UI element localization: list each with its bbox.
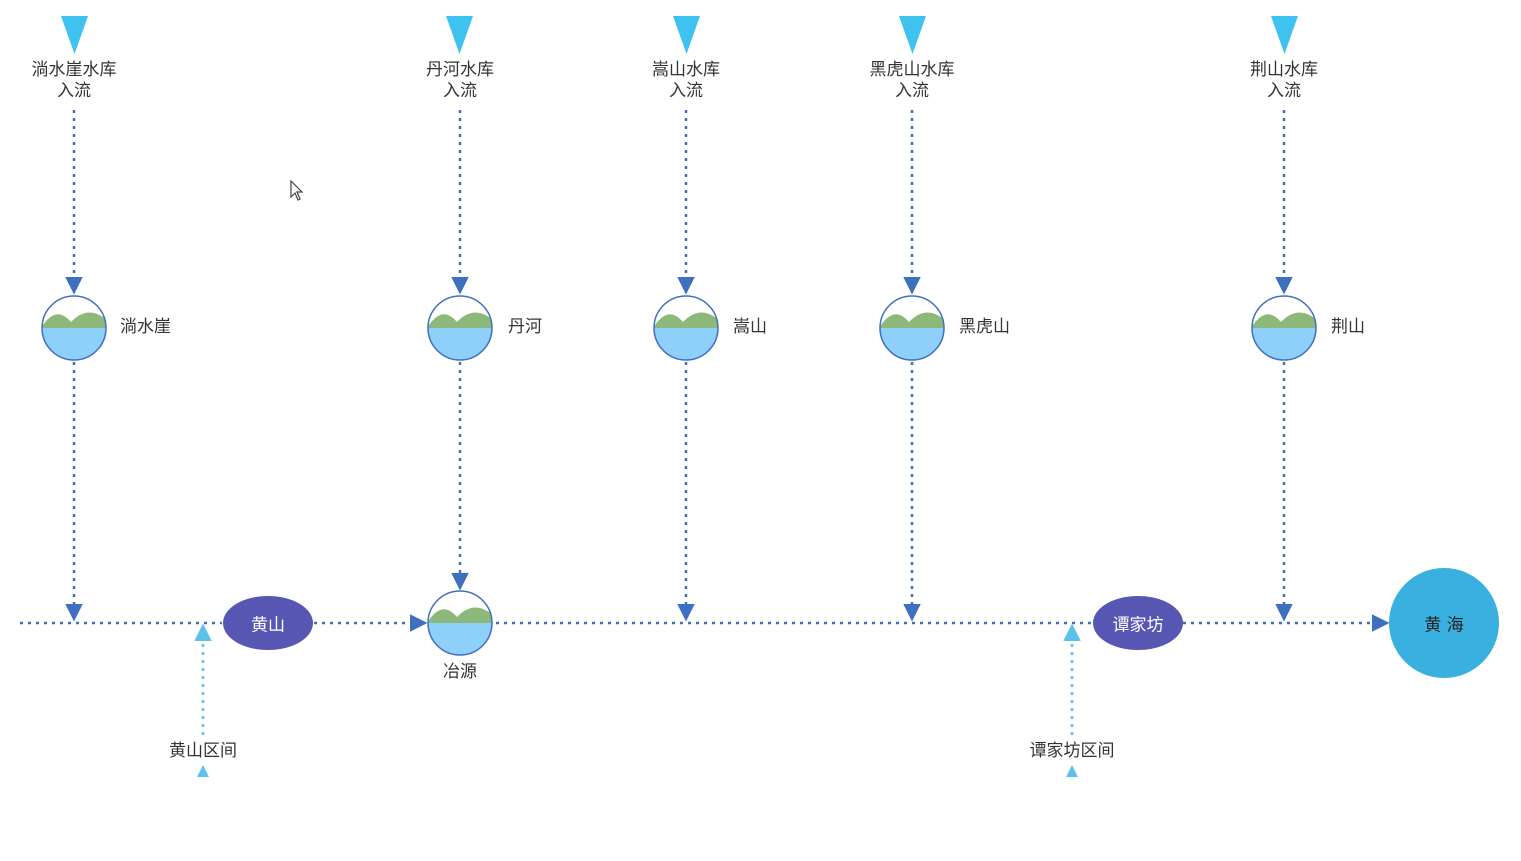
inflow-label: 黑虎山水库 入流 [870,60,955,102]
reservoir-label: 嵩山 [733,317,767,337]
reservoir-label: 冶源 [443,662,477,682]
sea-node[interactable] [1389,568,1499,678]
station-node[interactable] [223,596,313,650]
station-node[interactable] [1093,596,1183,650]
inflow-label-line2: 入流 [1267,81,1301,101]
reservoir-icon[interactable] [653,295,719,362]
reservoir-label: 淌水崖 [120,317,171,337]
reservoir-icon[interactable] [427,295,493,362]
inflow-triangle-icon [446,16,473,54]
mouse-cursor-icon [290,180,304,201]
interval-label: 谭家坊区间 [1029,741,1115,761]
inflow-label-line1: 淌水崖水库 [31,60,117,80]
reservoir-label: 丹河 [508,317,542,337]
reservoir-icon[interactable] [879,295,945,362]
inflow-label: 荆山水库 入流 [1250,60,1318,102]
inflow-triangle-icon [1271,16,1298,54]
interval-source-arrow-icon [1066,765,1078,777]
inflow-label: 淌水崖水库 入流 [32,60,117,102]
inflow-label: 嵩山水库 入流 [652,60,720,102]
inflow-label-line2: 入流 [57,81,91,101]
reservoir-icon[interactable] [427,590,493,657]
inflow-triangle-icon [899,16,926,54]
inflow-label-line2: 入流 [895,81,929,101]
inflow-label: 丹河水库 入流 [426,60,494,102]
interval-label: 黄山区间 [169,741,237,761]
inflow-label-line2: 入流 [669,81,703,101]
inflow-triangle-icon [61,16,88,54]
inflow-label-line1: 嵩山水库 [652,60,720,80]
reservoir-icon[interactable] [1251,295,1317,362]
inflow-label-line1: 丹河水库 [426,60,494,80]
reservoir-label: 荆山 [1331,317,1365,337]
reservoir-icon[interactable] [41,295,107,362]
interval-source-arrow-icon [197,765,209,777]
inflow-label-line1: 荆山水库 [1250,60,1318,80]
reservoir-label: 黑虎山 [959,317,1010,337]
inflow-label-line1: 黑虎山水库 [869,60,955,80]
inflow-triangle-icon [673,16,700,54]
inflow-label-line2: 入流 [443,81,477,101]
